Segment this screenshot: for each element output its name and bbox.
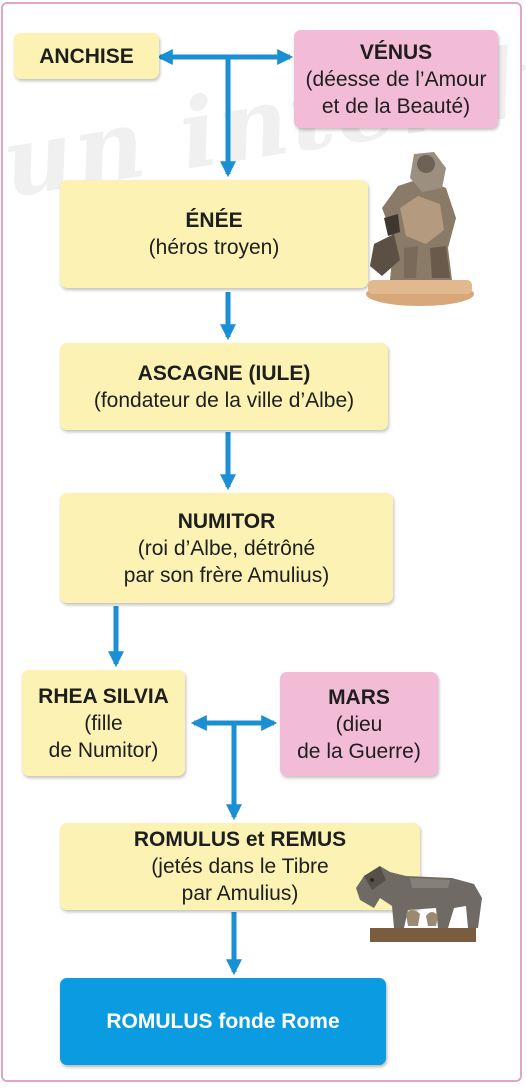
node-name: MARS <box>328 685 390 709</box>
node-desc: (fondateur de la ville d’Albe) <box>93 388 355 412</box>
enee-statue-figure <box>366 152 474 306</box>
node-name: VÉNUS <box>359 40 433 64</box>
node-rome: ROMULUS fonde Rome <box>60 978 386 1065</box>
node-name: ROMULUS fonde Rome <box>106 1010 340 1033</box>
node-enee: ÉNÉE (héros troyen) <box>60 180 368 288</box>
node-mars: MARS (dieu de la Guerre) <box>280 672 438 776</box>
node-desc: (roi d’Albe, détrôné par son frère Amuli… <box>123 536 330 587</box>
node-name: ASCAGNE (IULE) <box>137 361 311 385</box>
node-name: RHEA SILVIA <box>38 684 169 708</box>
node-anchise: ANCHISE <box>14 33 159 79</box>
node-romulus-remus: ROMULUS et REMUS (jetés dans le Tibre pa… <box>60 823 420 910</box>
node-name: ROMULUS et REMUS <box>133 828 347 851</box>
she-wolf-statue-figure <box>356 866 482 942</box>
node-ascagne: ASCAGNE (IULE) (fondateur de la ville d’… <box>60 343 388 430</box>
node-desc: (déesse de l’Amour et de la Beauté) <box>305 67 487 118</box>
node-numitor: NUMITOR (roi d’Albe, détrôné par son frè… <box>60 493 393 603</box>
node-venus: VÉNUS (déesse de l’Amour et de la Beauté… <box>294 30 498 128</box>
node-desc: (dieu de la Guerre) <box>297 712 421 763</box>
node-name: ÉNÉE <box>185 209 243 232</box>
node-desc: (fille de Numitor) <box>48 711 159 762</box>
node-rhea-silvia: RHEA SILVIA (fille de Numitor) <box>22 670 185 776</box>
node-desc: (jetés dans le Tibre par Amulius) <box>151 855 329 905</box>
node-desc: (héros troyen) <box>148 236 280 259</box>
node-name: ANCHISE <box>39 44 134 68</box>
node-name: NUMITOR <box>177 509 276 533</box>
